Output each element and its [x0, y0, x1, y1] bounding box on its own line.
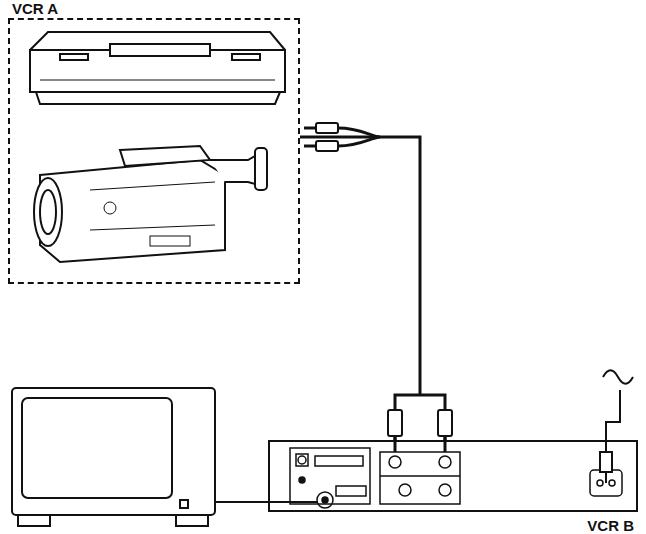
rca-plugs — [388, 410, 452, 452]
av-cable — [300, 137, 445, 440]
device-group: VCR A — [8, 18, 300, 284]
vcr-illustration — [30, 32, 285, 104]
device-label: VCR A — [10, 0, 60, 17]
television — [12, 388, 215, 526]
camcorder-illustration — [34, 146, 267, 262]
power-cord — [600, 370, 633, 483]
vcr-body: VCR B — [268, 440, 638, 512]
device-label: VCR B — [585, 517, 636, 534]
rca-plugs — [304, 123, 380, 151]
rear-panel — [290, 448, 622, 508]
antenna-cable — [215, 501, 317, 503]
